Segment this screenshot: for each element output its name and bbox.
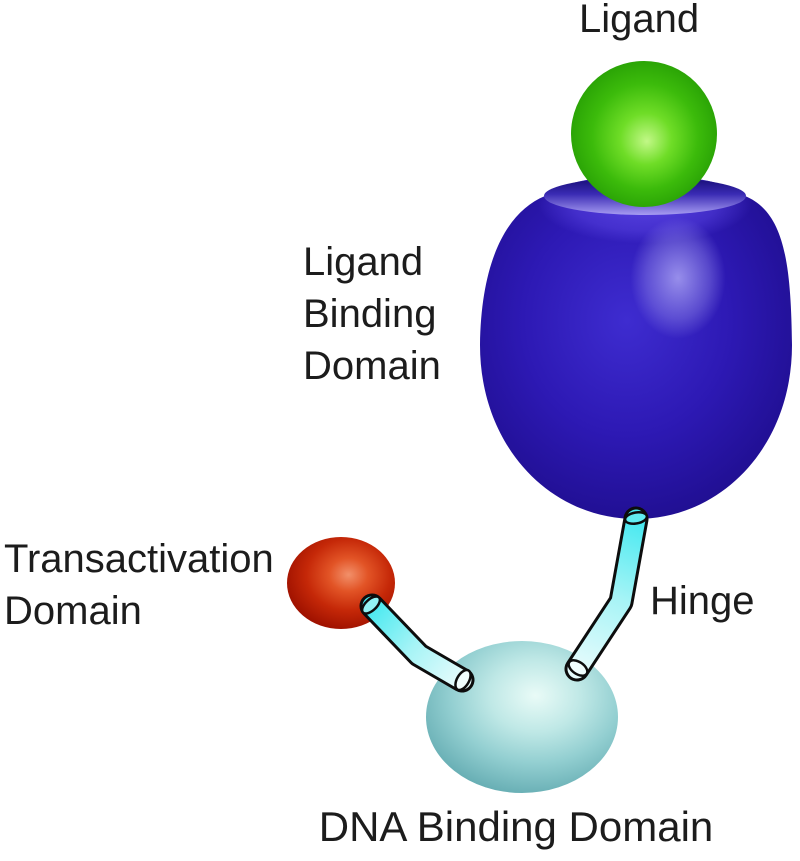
transactivation-tube [359, 593, 475, 693]
hinge-tube-bottom-cap [567, 659, 589, 677]
hinge-tube-top-cap [623, 511, 649, 525]
label-transactivation-domain: Transactivation Domain [4, 537, 274, 633]
label-ligand-binding-domain: Ligand Binding Domain [303, 240, 441, 388]
ligand-sphere [571, 61, 717, 207]
ligand-binding-domain [480, 177, 792, 519]
label-ligand: Ligand [579, 0, 700, 41]
lbd-highlight [620, 204, 736, 352]
label-hinge: Hinge [650, 579, 755, 623]
label-dna-binding-domain: DNA Binding Domain [318, 803, 714, 850]
hinge-tube [564, 506, 649, 682]
transactivation-tube-start-cap [360, 595, 382, 615]
transactivation-tube-fill [362, 596, 472, 690]
hinge-tube-fill [567, 509, 646, 679]
transactivation-tube-end-cap [454, 668, 472, 692]
